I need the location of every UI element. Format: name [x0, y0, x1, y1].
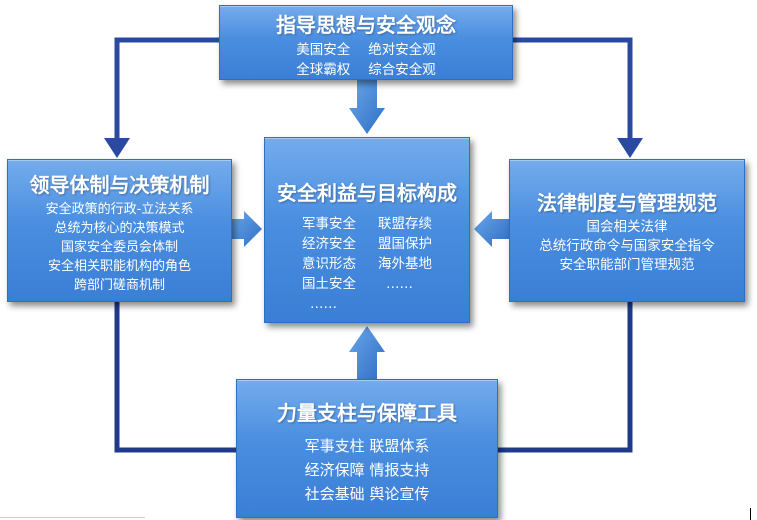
box-title: 安全利益与目标构成	[277, 181, 457, 205]
list-item: 国土安全	[302, 276, 356, 292]
arrow-bottom-to-center	[349, 326, 385, 379]
box-leadership: 领导体制与决策机制 安全政策的行政-立法关系 总统为核心的决策模式 国家安全委员…	[7, 159, 232, 302]
arrow-top-to-center	[349, 80, 385, 134]
list-item: 安全政策的行政-立法关系	[45, 202, 194, 217]
list-item: 绝对安全观	[368, 42, 436, 58]
box-title: 指导思想与安全观念	[276, 13, 456, 37]
item-grid: 美国安全 绝对安全观 全球霸权 综合安全观	[220, 40, 512, 80]
text-cursor	[750, 508, 751, 520]
list-item: 美国安全	[296, 42, 351, 58]
list-item: 意识形态	[302, 256, 356, 272]
list-item: 军事安全	[302, 216, 356, 232]
list-item: ……	[310, 296, 337, 312]
list-item: 联盟存续	[378, 216, 432, 232]
arrowhead-right	[617, 138, 643, 158]
list-item: 综合安全观	[368, 62, 436, 78]
box-power-pillars: 力量支柱与保障工具 军事支柱 联盟体系 经济保障 情报支持 社会基础 舆论宣传	[236, 379, 498, 518]
box-security-interests: 安全利益与目标构成 军事安全 联盟存续 经济安全 盟国保护 意识形态 海外基地 …	[264, 137, 470, 323]
connector-right-to-bottom	[498, 302, 633, 453]
list-item: 安全职能部门管理规范	[559, 257, 695, 273]
connector-top-to-left	[114, 37, 219, 150]
list-item: 安全相关职能机构的角色	[47, 259, 191, 274]
list-item: 总统行政命令与国家安全指令	[539, 238, 715, 254]
list-item: 经济安全	[302, 236, 356, 252]
box-title: 法律制度与管理规范	[537, 191, 717, 215]
list-item: 国会相关法律	[586, 219, 668, 235]
list-item: 盟国保护	[378, 236, 432, 252]
box-legal-system: 法律制度与管理规范 国会相关法律 总统行政命令与国家安全指令 安全职能部门管理规…	[509, 159, 745, 302]
arrow-right-to-center	[474, 211, 509, 247]
list-item: 全球霸权	[296, 62, 351, 78]
box-guiding-thought: 指导思想与安全观念 美国安全 绝对安全观 全球霸权 综合安全观	[219, 5, 513, 80]
connector-left-to-bottom	[114, 302, 236, 453]
list-item: 社会基础 舆论宣传	[304, 485, 430, 503]
arrowhead-left	[104, 138, 130, 158]
list-item: 海外基地	[378, 256, 432, 272]
list-item: 经济保障 情报支持	[304, 461, 430, 479]
box-title: 力量支柱与保障工具	[277, 401, 457, 425]
divider	[0, 517, 145, 518]
list-item: ……	[386, 276, 413, 292]
list-item	[378, 294, 432, 314]
list-item: 跨部门磋商机制	[73, 278, 165, 293]
box-title: 领导体制与决策机制	[29, 173, 210, 197]
connector-top-to-right	[513, 37, 633, 150]
list-item: 国家安全委员会体制	[60, 240, 178, 255]
list-item: 军事支柱 联盟体系	[304, 437, 430, 455]
item-grid: 军事安全 联盟存续 经济安全 盟国保护 意识形态 海外基地 国土安全 …… ……	[265, 214, 469, 314]
arrow-left-to-center	[232, 211, 262, 247]
list-item: 总统为核心的决策模式	[54, 221, 185, 236]
